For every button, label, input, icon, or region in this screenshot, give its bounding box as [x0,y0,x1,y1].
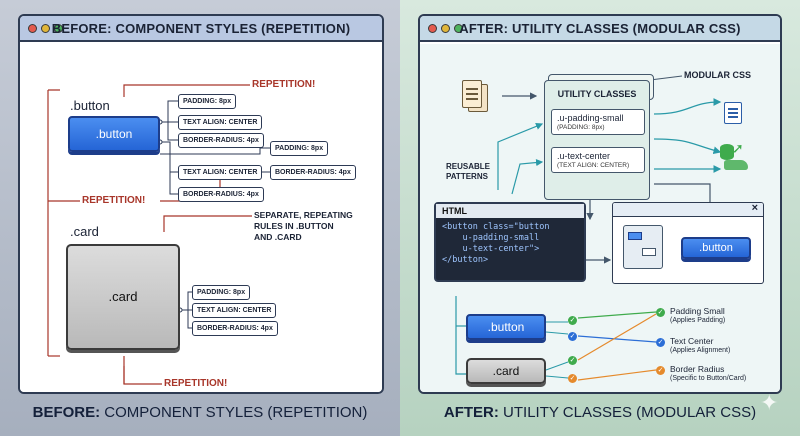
separate-note-line-3: AND .CARD [254,232,302,242]
check-icon: ✓ [568,374,577,383]
card-prop-padding: PADDING: 8px [192,285,251,300]
card-demo[interactable]: .card [66,244,180,350]
after-caption-rest: UTILITY CLASSES (MODULAR CSS) [498,404,757,421]
separate-note-line-1: SEPARATE, REPEATING [254,210,353,220]
repeat-prop-border-radius-2: BORDER-RADIUS: 4px [178,187,264,202]
before-titlebar: BEFORE: COMPONENT STYLES (REPETITION) [20,16,382,42]
before-window-body: REPETITION! .button PADDING: 8px TEXT AL… [20,44,382,392]
button-prop-padding: PADDING: 8px [178,94,237,109]
before-panel: BEFORE: COMPONENT STYLES (REPETITION) [0,0,400,436]
utility-classes-title: UTILITY CLASSES [557,89,637,99]
close-icon[interactable]: × [751,202,758,214]
button-demo[interactable]: .button [68,116,160,152]
separate-note: SEPARATE, REPEATING RULES IN .BUTTON AND… [254,210,353,243]
card-prop-border-radius: BORDER-RADIUS: 4px [192,321,278,336]
close-dot-icon[interactable] [28,24,37,33]
layout-diagram-icon [623,225,663,269]
maximize-dot-icon[interactable] [454,24,463,33]
hand-icon [724,160,748,170]
code-line-2: u-padding-small [442,233,540,243]
button-title: .button [70,98,110,113]
reusable-line-2: PATTERNS [446,172,488,181]
reusable-patterns-label: REUSABLE PATTERNS [446,162,490,182]
sparkle-icon: ✦ [760,390,779,415]
utility-text-center[interactable]: .u-text-center (TEXT ALIGN: CENTER) [551,147,645,173]
legend-border-radius-title: Border Radius [670,364,725,374]
check-icon: ✓ [568,332,577,341]
utility-classes-panel: UTILITY CLASSES .u-padding-small (PADDIN… [544,80,650,200]
util-text-center-name: .u-text-center [557,151,611,161]
legend-border-radius-sub: (Specific to Button/Card) [670,375,747,382]
check-icon: ✓ [568,356,577,365]
before-caption: BEFORE: COMPONENT STYLES (REPETITION) [0,404,400,421]
legend-padding-title: Padding Small [670,306,725,316]
repetition-label-mid: REPETITION! [82,195,146,206]
repeat-prop-text-align: TEXT ALIGN: CENTER [178,165,263,180]
repeat-prop-border-radius: BORDER-RADIUS: 4px [270,165,356,180]
button-prop-text-align: TEXT ALIGN: CENTER [178,115,263,130]
repetition-label-bottom: REPETITION! [164,378,228,389]
close-dot-icon[interactable] [428,24,437,33]
html-code-block: <button class="button u-padding-small u-… [436,218,584,270]
legend-border-radius: Border Radius (Specific to Button/Card) [670,364,746,384]
modular-css-label: MODULAR CSS [684,70,751,80]
minimize-dot-icon[interactable] [441,24,450,33]
after-panel: AFTER: UTILITY CLASSES (MODULAR CSS) [400,0,800,436]
preview-button[interactable]: .button [681,237,751,259]
repetition-label-top: REPETITION! [252,79,316,90]
legend-text-center-title: Text Center [670,336,714,346]
reusable-line-1: REUSABLE [446,162,491,171]
maximize-dot-icon[interactable] [54,24,63,33]
after-window-title: AFTER: UTILITY CLASSES (MODULAR CSS) [459,21,741,36]
util-text-center-sub: (TEXT ALIGN: CENTER) [557,162,630,169]
before-caption-bold: BEFORE: [32,404,101,421]
database-icon [720,144,734,160]
after-connector-lines [455,75,722,381]
button-demo[interactable]: .button [466,314,546,340]
legend-text-center: Text Center (Applies Alignment) [670,336,730,356]
code-line-4: </button> [442,255,489,265]
html-code-title: HTML [436,204,584,218]
separate-note-line-2: RULES IN .BUTTON [254,221,334,231]
after-caption-bold: AFTER: [443,404,499,421]
check-icon: ✓ [656,338,665,347]
util-padding-sub: (PADDING: 8px) [557,124,605,131]
legend-padding-small: Padding Small (Applies Padding) [670,306,725,326]
before-window-title: BEFORE: COMPONENT STYLES (REPETITION) [51,21,351,36]
card-title: .card [70,224,99,239]
code-line-3: u-text-center"> [442,244,540,254]
check-icon: ✓ [656,308,665,317]
after-window-body: REUSABLE PATTERNS UTILITY CLASSES .u-pad… [420,44,780,392]
preview-window-titlebar: × [613,203,763,217]
check-icon: ✓ [568,316,577,325]
minimize-dot-icon[interactable] [41,24,50,33]
utility-padding-small[interactable]: .u-padding-small (PADDING: 8px) [551,109,645,135]
card-prop-text-align: TEXT ALIGN: CENTER [192,303,277,318]
trend-arrow-icon: ➚ [732,140,744,156]
util-padding-name: .u-padding-small [557,113,624,123]
card-demo[interactable]: .card [466,358,546,384]
before-window: BEFORE: COMPONENT STYLES (REPETITION) [18,14,384,394]
after-window: AFTER: UTILITY CLASSES (MODULAR CSS) [418,14,782,394]
document-icon [462,80,488,112]
after-titlebar: AFTER: UTILITY CLASSES (MODULAR CSS) [420,16,780,42]
legend-text-center-sub: (Applies Alignment) [670,347,731,354]
html-code-panel: HTML <button class="button u-padding-sma… [434,202,586,282]
code-line-1: <button class="button [442,222,550,232]
button-prop-border-radius: BORDER-RADIUS: 4px [178,133,264,148]
check-icon: ✓ [656,366,665,375]
legend-padding-sub: (Applies Padding) [670,317,726,324]
spreadsheet-icon [724,102,742,124]
before-caption-rest: COMPONENT STYLES (REPETITION) [100,404,368,421]
preview-window: × .button [612,202,764,284]
after-caption: AFTER: UTILITY CLASSES (MODULAR CSS) [400,404,800,421]
repeat-prop-padding: PADDING: 8px [270,141,329,156]
